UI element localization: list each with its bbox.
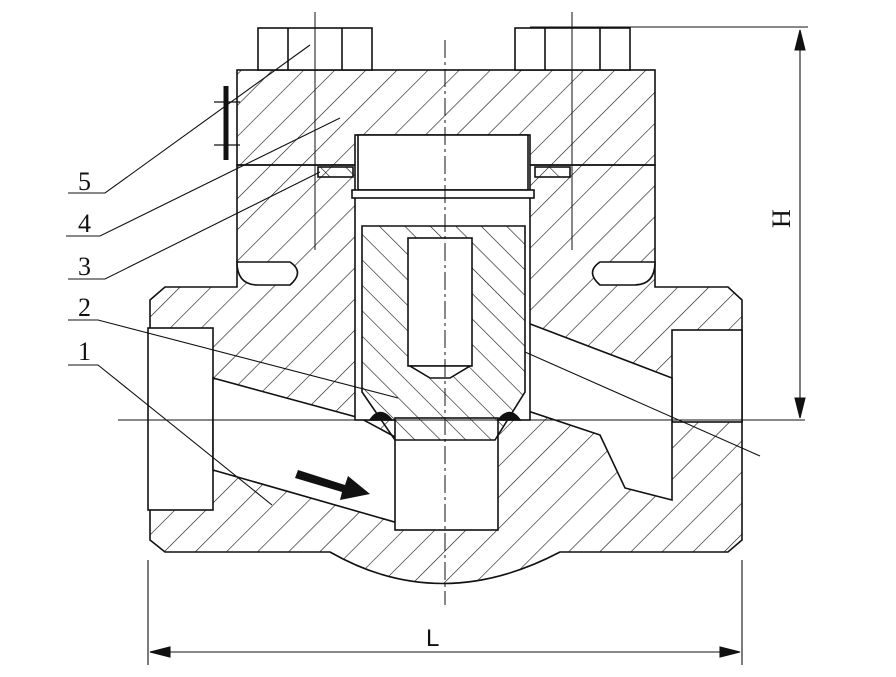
flow-arrow-icon [295,470,370,500]
outlet-port [671,329,743,423]
part-label-4: 4 [78,209,91,238]
part-label-3: 3 [78,252,91,281]
part-label-1: 1 [78,337,91,366]
inlet-port [147,327,214,511]
gasket-left [317,166,354,178]
bar-indicator [214,86,240,160]
gasket-right [534,166,571,178]
dimension-l-label: L [426,625,439,652]
dimension-h-label: H [767,209,796,228]
part-label-5: 5 [78,167,91,196]
cap [357,134,529,191]
part-label-2: 2 [78,293,91,322]
leader-lines [66,44,761,506]
